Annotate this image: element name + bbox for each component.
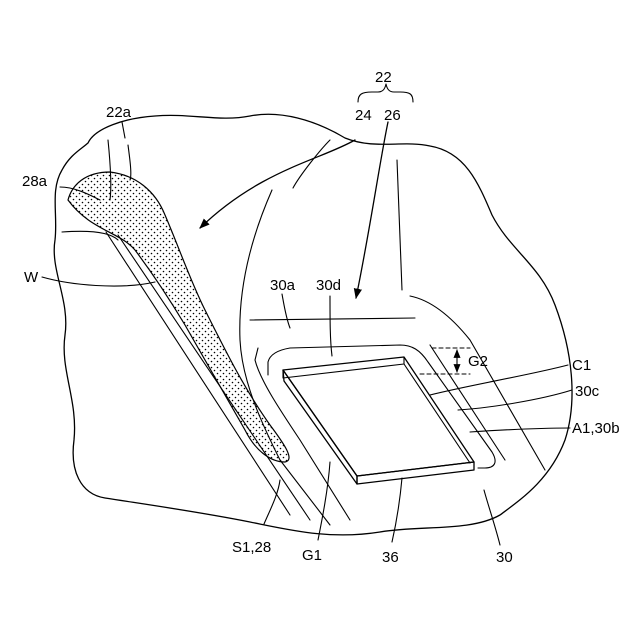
plate-36-side-right [357,462,474,484]
label-30: 30 [496,549,513,566]
label-24: 24 [355,107,372,124]
member-24-edge-left [106,232,290,515]
member-26-fold [293,140,330,188]
member-26-vertical [397,160,402,290]
label-g1: G1 [302,547,322,564]
leader-30 [484,490,500,545]
leader-30a [282,294,290,328]
label-a1-30b: A1,30b [572,420,620,437]
weld-w [68,172,289,462]
leader-36 [392,478,402,542]
label-30a: 30a [270,277,296,294]
arrow-26 [356,122,388,298]
surface-30a-top [250,318,415,320]
member-22a-ridge-2 [128,145,131,180]
leader-30c [458,390,572,410]
brace-22 [358,84,413,102]
plate-36-side-front [283,370,357,484]
leader-22a [122,122,125,138]
member-26-curve [240,190,330,525]
label-30d: 30d [316,277,341,294]
label-22a: 22a [106,104,132,121]
label-30c: 30c [575,383,600,400]
label-22: 22 [375,69,392,86]
label-w: W [24,269,39,286]
label-g2: G2 [468,353,488,370]
label-s1-28: S1,28 [232,539,271,556]
label-28a: 28a [22,173,48,190]
label-c1: C1 [572,357,591,374]
arrow-24 [200,140,355,228]
label-26: 26 [384,107,401,124]
outer-outline [54,114,572,535]
plate-36-inner-line [404,364,470,463]
surface-30-right-edge [410,296,545,470]
label-36: 36 [382,549,399,566]
leader-g1 [318,462,330,540]
